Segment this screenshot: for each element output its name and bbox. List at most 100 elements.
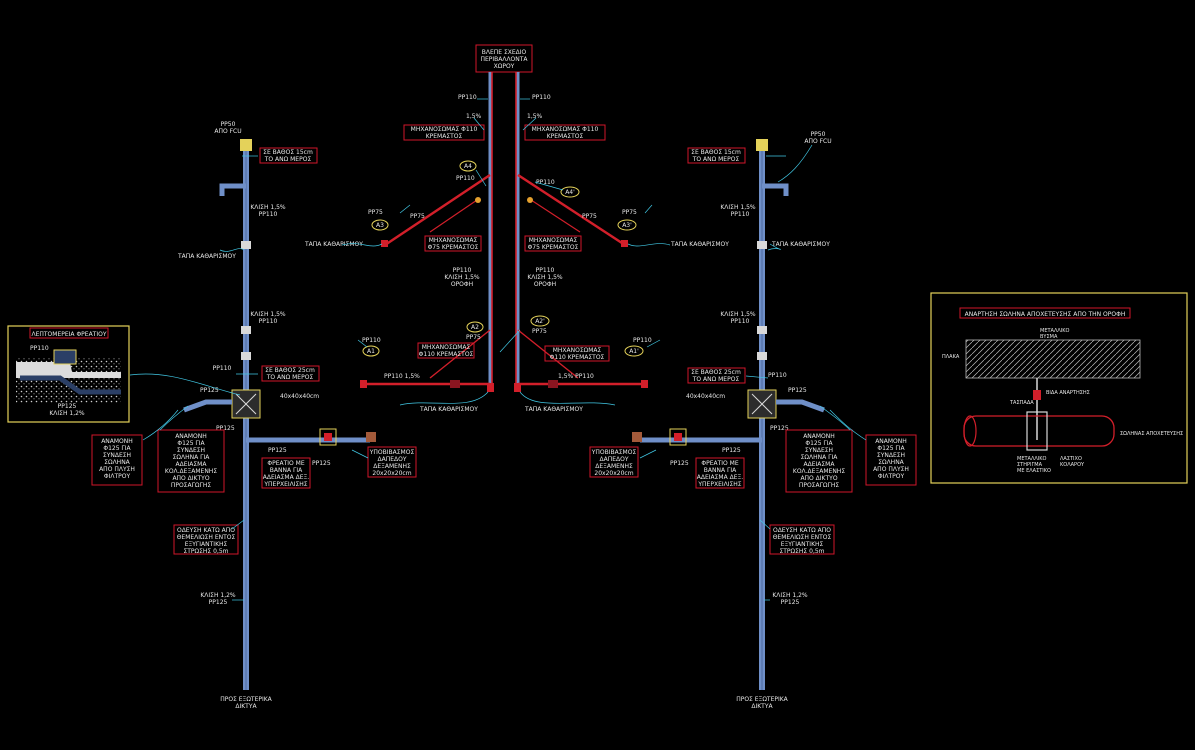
svg-text:Φ110 ΚΡΕΜΑΣΤΟΣ: Φ110 ΚΡΕΜΑΣΤΟΣ: [550, 354, 605, 361]
svg-text:PP110: PP110: [536, 179, 555, 186]
svg-text:20x20x20cm: 20x20x20cm: [372, 470, 411, 477]
svg-text:ΔΑΠΕΔΟΥ: ΔΑΠΕΔΟΥ: [377, 456, 406, 463]
svg-text:ΟΡΟΦΗ: ΟΡΟΦΗ: [451, 281, 473, 288]
svg-text:PP125: PP125: [268, 447, 287, 454]
svg-text:ΟΔΕΥΣΗ ΚΑΤΩ ΑΠΟ: ΟΔΕΥΣΗ ΚΑΤΩ ΑΠΟ: [773, 527, 831, 534]
svg-text:ΒΙΔΑ ΑΝΑΡΤΗΣΗΣ: ΒΙΔΑ ΑΝΑΡΤΗΣΗΣ: [1046, 390, 1090, 396]
svg-text:ΜΗΧΑΝΟΣΩΜΑΣ Φ110: ΜΗΧΑΝΟΣΩΜΑΣ Φ110: [411, 126, 478, 133]
svg-text:PP110: PP110: [458, 94, 477, 101]
svg-text:Φ75 ΚΡΕΜΑΣΤΟΣ: Φ75 ΚΡΕΜΑΣΤΟΣ: [428, 244, 479, 251]
svg-text:ΣΥΝΔΕΣΗ: ΣΥΝΔΕΣΗ: [877, 452, 905, 459]
svg-text:PP125: PP125: [770, 425, 789, 432]
right-stack: [632, 139, 825, 690]
svg-text:ΑΔΕΙΑΣΜΑ: ΑΔΕΙΑΣΜΑ: [804, 461, 836, 468]
svg-text:ΦΡΕΑΤΙΟ ΜΕ: ΦΡΕΑΤΙΟ ΜΕ: [701, 460, 738, 467]
svg-text:ΦΙΛΤΡΟΥ: ΦΙΛΤΡΟΥ: [878, 473, 905, 480]
svg-text:ΑΔΕΙΑΣΜΑ: ΑΔΕΙΑΣΜΑ: [176, 461, 208, 468]
svg-text:PP110: PP110: [259, 211, 278, 218]
svg-text:ΚΡΕΜΑΣΤΟΣ: ΚΡΕΜΑΣΤΟΣ: [426, 133, 463, 140]
svg-text:ΤΟ ΑΝΩ ΜΕΡΟΣ: ΤΟ ΑΝΩ ΜΕΡΟΣ: [692, 156, 740, 163]
svg-text:ΘΕΜΕΛΙΩΣΗ ΕΝΤΟΣ: ΘΕΜΕΛΙΩΣΗ ΕΝΤΟΣ: [773, 534, 832, 541]
top-reference-box: ΒΛΕΠΕ ΣΧΕΔΙΟ ΠΕΡΙΒΑΛΛΟΝΤΑ ΧΩΡΟΥ: [475, 44, 533, 73]
svg-text:ΤΟ ΑΝΩ ΜΕΡΟΣ: ΤΟ ΑΝΩ ΜΕΡΟΣ: [692, 376, 740, 383]
svg-text:Φ75 ΚΡΕΜΑΣΤΟΣ: Φ75 ΚΡΕΜΑΣΤΟΣ: [528, 244, 579, 251]
svg-text:PP110: PP110: [213, 365, 232, 372]
svg-text:ΤΑΠΑ ΚΑΘΑΡΙΣΜΟΥ: ΤΑΠΑ ΚΑΘΑΡΙΣΜΟΥ: [524, 406, 583, 413]
svg-text:ΕΞΥΓΙΑΝΤΙΚΗΣ: ΕΞΥΓΙΑΝΤΙΚΗΣ: [781, 541, 824, 548]
svg-text:PP110: PP110: [536, 267, 555, 274]
svg-text:Φ125 ΓΙΑ: Φ125 ΓΙΑ: [877, 445, 905, 452]
svg-text:ΚΡΕΜΑΣΤΟΣ: ΚΡΕΜΑΣΤΟΣ: [547, 133, 584, 140]
svg-text:PP125: PP125: [722, 447, 741, 454]
svg-text:ΣΥΝΔΕΣΗ: ΣΥΝΔΕΣΗ: [103, 452, 131, 459]
svg-text:ΜΕΤΑΛΛΙΚΟ: ΜΕΤΑΛΛΙΚΟ: [1017, 456, 1047, 462]
svg-text:ΜΗΧΑΝΟΣΩΜΑΣ: ΜΗΧΑΝΟΣΩΜΑΣ: [422, 344, 471, 351]
svg-text:ΣΕ ΒΑΘΟΣ 25cm: ΣΕ ΒΑΘΟΣ 25cm: [265, 367, 315, 374]
svg-text:ΑΠΟ ΠΛΥΣΗ: ΑΠΟ ΠΛΥΣΗ: [873, 466, 909, 473]
left-labels: PP50 ΑΠΟ FCU ΣΕ ΒΑΘΟΣ 15cm ΤΟ ΑΝΩ ΜΕΡΟΣ …: [91, 121, 417, 710]
svg-text:A3: A3: [376, 222, 384, 229]
svg-text:ΣΥΝΔΕΣΗ: ΣΥΝΔΕΣΗ: [177, 447, 205, 454]
svg-text:ΒΑΝΝΑ ΓΙΑ: ΒΑΝΝΑ ΓΙΑ: [270, 467, 303, 474]
svg-text:PP75: PP75: [466, 334, 481, 341]
svg-text:ΑΔΕΙΑΣΜΑ ΔΕΞ.: ΑΔΕΙΑΣΜΑ ΔΕΞ.: [697, 474, 744, 481]
svg-text:PP125: PP125: [216, 425, 235, 432]
svg-text:ΣΩΛΗΝΑ ΓΙΑ: ΣΩΛΗΝΑ ΓΙΑ: [173, 454, 211, 461]
svg-text:ΔΙΚΤΥΑ: ΔΙΚΤΥΑ: [751, 703, 773, 710]
detail-pit-frame: ΛΕΠΤΟΜΕΡΕΙΑ ΦΡΕΑΤΙΟΥ PP110 PP125 ΚΛΙΣΗ 1…: [7, 325, 130, 423]
svg-text:ΚΛΙΣΗ 1,5%: ΚΛΙΣΗ 1,5%: [720, 204, 756, 211]
svg-text:A4': A4': [565, 189, 575, 196]
svg-text:ΔΕΞΑΜΕΝΗΣ: ΔΕΞΑΜΕΝΗΣ: [595, 463, 633, 470]
center-vent-pipes: [487, 72, 521, 392]
svg-text:PP110: PP110: [633, 337, 652, 344]
svg-text:40x40x40cm: 40x40x40cm: [686, 393, 725, 400]
svg-text:PP50: PP50: [811, 131, 826, 138]
svg-text:ΣΤΗΡΙΓΜΑ: ΣΤΗΡΙΓΜΑ: [1017, 462, 1043, 468]
svg-text:A2: A2: [471, 324, 479, 331]
center-labels: PP110 PP110 1,5% 1,5% ΜΗΧΑΝΟΣΩΜΑΣ Φ110 Κ…: [304, 94, 729, 413]
svg-text:ΛΕΠΤΟΜΕΡΕΙΑ ΦΡΕΑΤΙΟΥ: ΛΕΠΤΟΜΕΡΕΙΑ ΦΡΕΑΤΙΟΥ: [31, 331, 106, 338]
svg-text:PP125: PP125: [781, 599, 800, 606]
svg-text:ΠΡΟΣ ΕΞΩΤΕΡΙΚΑ: ΠΡΟΣ ΕΞΩΤΕΡΙΚΑ: [736, 696, 788, 703]
svg-text:ΚΛΙΣΗ 1,5%: ΚΛΙΣΗ 1,5%: [720, 311, 756, 318]
svg-text:ΑΝΑΡΤΗΣΗ ΣΩΛΗΝΑ ΑΠΟΧΕΤΕΥΣΗΣ ΑΠ: ΑΝΑΡΤΗΣΗ ΣΩΛΗΝΑ ΑΠΟΧΕΤΕΥΣΗΣ ΑΠΟ ΤΗΝ ΟΡΟΦ…: [965, 311, 1126, 318]
svg-text:ΔΕΞΑΜΕΝΗΣ: ΔΕΞΑΜΕΝΗΣ: [373, 463, 411, 470]
svg-text:PP110: PP110: [453, 267, 472, 274]
svg-text:ΒΑΝΝΑ ΓΙΑ: ΒΑΝΝΑ ΓΙΑ: [704, 467, 737, 474]
svg-text:ΥΠΕΡΧΕΙΛΙΣΗΣ: ΥΠΕΡΧΕΙΛΙΣΗΣ: [697, 481, 741, 488]
svg-text:ΑΠΟ FCU: ΑΠΟ FCU: [804, 138, 831, 145]
svg-text:ΠΡΟΣΑΓΩΓΗΣ: ΠΡΟΣΑΓΩΓΗΣ: [171, 482, 212, 489]
svg-text:ΤΑΠΑ ΚΑΘΑΡΙΣΜΟΥ: ΤΑΠΑ ΚΑΘΑΡΙΣΜΟΥ: [670, 241, 729, 248]
svg-text:ΠΡΟΣ ΕΞΩΤΕΡΙΚΑ: ΠΡΟΣ ΕΞΩΤΕΡΙΚΑ: [220, 696, 272, 703]
svg-text:40x40x40cm: 40x40x40cm: [280, 393, 319, 400]
svg-text:ΠΛΑΚΑ: ΠΛΑΚΑ: [942, 354, 960, 360]
right-leaders: [639, 144, 867, 601]
svg-text:ΤΑΠΑ ΚΑΘΑΡΙΣΜΟΥ: ΤΑΠΑ ΚΑΘΑΡΙΣΜΟΥ: [177, 253, 236, 260]
svg-text:ΒΛΕΠΕ ΣΧΕΔΙΟ: ΒΛΕΠΕ ΣΧΕΔΙΟ: [482, 49, 527, 56]
svg-text:PP125: PP125: [58, 403, 77, 410]
svg-text:ΚΛΙΣΗ 1,5%: ΚΛΙΣΗ 1,5%: [250, 311, 286, 318]
svg-text:ΑΠΟ ΠΛΥΣΗ: ΑΠΟ ΠΛΥΣΗ: [99, 466, 135, 473]
svg-text:ΣΥΝΔΕΣΗ: ΣΥΝΔΕΣΗ: [805, 447, 833, 454]
svg-text:ΧΩΡΟΥ: ΧΩΡΟΥ: [494, 63, 515, 70]
svg-text:ΑΝΑΜΟΝΗ: ΑΝΑΜΟΝΗ: [101, 438, 133, 445]
left-leaders: [129, 155, 369, 601]
svg-text:PP110: PP110: [731, 211, 750, 218]
svg-text:PP125: PP125: [200, 387, 219, 394]
svg-text:PP75: PP75: [622, 209, 637, 216]
svg-text:ΤΟ ΑΝΩ ΜΕΡΟΣ: ΤΟ ΑΝΩ ΜΕΡΟΣ: [264, 156, 312, 163]
svg-text:ΒΥΣΜΑ: ΒΥΣΜΑ: [1040, 334, 1058, 340]
svg-text:Φ110 ΚΡΕΜΑΣΤΟΣ: Φ110 ΚΡΕΜΑΣΤΟΣ: [419, 351, 474, 358]
svg-text:ΥΠΟΒΙΒΑΣΜΟΣ: ΥΠΟΒΙΒΑΣΜΟΣ: [591, 449, 637, 456]
svg-text:1,5%: 1,5%: [527, 113, 543, 120]
svg-text:ΜΕ ΕΛΑΣΤΙΚΟ: ΜΕ ΕΛΑΣΤΙΚΟ: [1017, 468, 1051, 474]
svg-text:PP75: PP75: [368, 209, 383, 216]
svg-text:ΥΠΟΒΙΒΑΣΜΟΣ: ΥΠΟΒΙΒΑΣΜΟΣ: [369, 449, 415, 456]
svg-text:ΣΩΛΗΝΑ ΓΙΑ: ΣΩΛΗΝΑ ΓΙΑ: [801, 454, 839, 461]
center-leaders: [341, 98, 671, 406]
svg-text:PP125: PP125: [312, 460, 331, 467]
svg-text:PP110: PP110: [259, 318, 278, 325]
svg-text:A1: A1: [367, 348, 375, 355]
lower-horizontal-branches: [360, 329, 648, 388]
svg-text:ΜΗΧΑΝΟΣΩΜΑΣ: ΜΗΧΑΝΟΣΩΜΑΣ: [429, 237, 478, 244]
